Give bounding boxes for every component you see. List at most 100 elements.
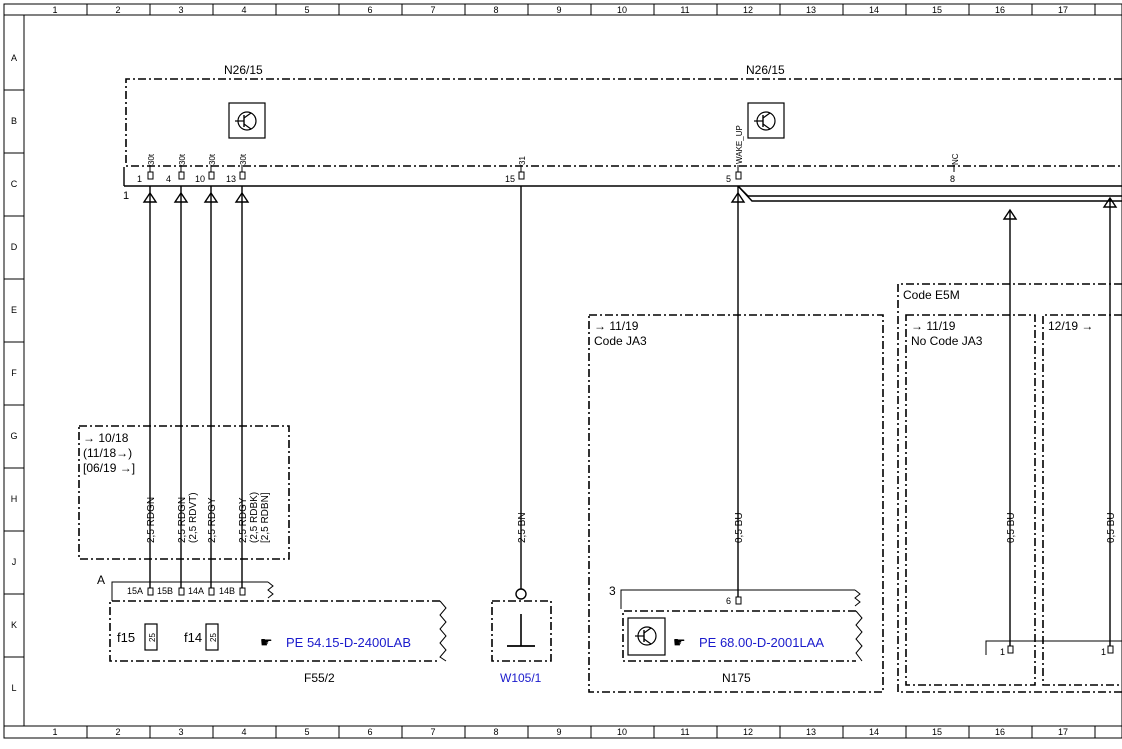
col-label: 5	[304, 5, 309, 15]
col-label: 2	[115, 5, 120, 15]
pin-number: 6	[726, 596, 731, 606]
box-date: → 11/19	[594, 319, 639, 333]
col-label: 11	[680, 727, 689, 737]
component-name: N175	[722, 671, 751, 685]
box-code: Code JA3	[594, 334, 647, 348]
validity-line: [06/19 →]	[83, 461, 135, 475]
row-label: A	[11, 53, 17, 63]
row-label: F	[11, 368, 17, 378]
col-label: 6	[367, 727, 372, 737]
transistor-icon	[747, 102, 785, 139]
component-name: F55/2	[304, 671, 335, 685]
column-ticks	[86, 4, 1096, 738]
box-code: Code E5M	[903, 288, 960, 302]
col-label: 16	[995, 5, 1005, 15]
wire-label: 2,5 RDGY	[207, 497, 218, 543]
fuse-block-f55-2: A 15A 15B 14A 14B f15 25 f14 25 ☛ PE 54.…	[97, 573, 447, 685]
row-label: K	[11, 620, 17, 630]
pin-number: 10	[195, 174, 205, 184]
wire-labels: 2,5 RDGN 2,5 RDGN (2,5 RDVT) 2,5 RDGY 2,…	[146, 492, 1117, 543]
col-label: 17	[1058, 727, 1068, 737]
col-label: 2	[115, 727, 120, 737]
validity-line: → 10/18	[83, 431, 129, 445]
col-label: 15	[932, 5, 942, 15]
wire-label: 2,5 RDGN	[146, 497, 157, 543]
row-label: H	[11, 494, 18, 504]
col-label: 12	[743, 5, 753, 15]
module-label-left: N26/15	[224, 63, 263, 77]
col-label: 14	[869, 5, 879, 15]
n26-15-module: N26/15 N26/15	[125, 63, 1122, 167]
connector-label: A	[97, 573, 105, 587]
col-label: 3	[178, 5, 183, 15]
connector-label: 3	[609, 584, 616, 598]
pin-function: 30t	[178, 153, 187, 165]
row-label: E	[11, 305, 17, 315]
ground-name: W105/1	[500, 671, 542, 685]
fuse-pin: 14A	[188, 586, 204, 596]
box-date: 12/19 →	[1048, 319, 1093, 333]
reference-link: PE 54.15-D-2400LAB	[286, 635, 411, 650]
pin-function: 30t	[147, 153, 156, 165]
pin-8: 8 NC	[950, 153, 960, 184]
box-code: No Code JA3	[911, 334, 983, 348]
column-labels-top: 1 2 3 4 5 6 7 8 9 10 11 12 13 14 15 16 1…	[52, 5, 1068, 15]
transistor-icon	[627, 617, 666, 656]
pin-13: 13 30t	[226, 153, 248, 184]
col-label: 8	[493, 5, 498, 15]
col-label: 5	[304, 727, 309, 737]
e5m-box: Code E5M → 11/19 No Code JA3 12/19 → 1 1	[897, 283, 1122, 693]
pin-number: 1	[1101, 647, 1106, 657]
pin-number: 5	[726, 174, 731, 184]
col-label: 13	[806, 727, 816, 737]
pin-number: 4	[166, 174, 171, 184]
row-ticks	[4, 89, 24, 658]
pin-function: NC	[951, 153, 960, 165]
wire-label: 2,5 RDGN	[177, 497, 188, 543]
pin-number: 1	[137, 174, 142, 184]
pin-function: WAKE_UP	[735, 125, 744, 164]
wires	[149, 185, 1122, 647]
col-label: 4	[241, 727, 246, 737]
validity-line: (11/18→)	[83, 446, 132, 460]
col-label: 13	[806, 5, 816, 15]
transistor-icon	[228, 102, 266, 139]
module-label-right: N26/15	[746, 63, 785, 77]
col-label: 17	[1058, 5, 1068, 15]
col-label: 1	[52, 5, 57, 15]
col-label: 9	[556, 727, 561, 737]
wire-label: 0,5 BU	[1106, 512, 1117, 543]
col-label: 15	[932, 727, 942, 737]
validity-box: → 10/18 (11/18→) [06/19 →]	[78, 425, 290, 560]
fuse-value: 25	[148, 633, 157, 642]
col-label: 10	[617, 727, 627, 737]
box-date: → 11/19	[911, 319, 956, 333]
ground-point-w105-1: W105/1	[491, 588, 552, 685]
pin-15: 15 31	[505, 156, 527, 184]
col-label: 6	[367, 5, 372, 15]
row-label: D	[11, 242, 18, 252]
col-label: 3	[178, 727, 183, 737]
reference-link: PE 68.00-D-2001LAA	[699, 635, 824, 650]
col-label: 14	[869, 727, 879, 737]
pin-5: 5 WAKE_UP	[726, 125, 744, 184]
fuse-pin: 15B	[157, 586, 173, 596]
pin-function: 31	[518, 156, 527, 165]
col-label: 10	[617, 5, 627, 15]
pin-number: 15	[505, 174, 515, 184]
col-label: 11	[680, 5, 689, 15]
sheet-frame	[3, 3, 1122, 739]
pointing-hand-icon: ☛	[673, 634, 686, 650]
wire-label: [2,5 RDBN]	[260, 492, 271, 543]
column-labels-bottom: 1 2 3 4 5 6 7 8 9 10 11 12 13 14 15 16 1…	[52, 727, 1068, 737]
col-label: 16	[995, 727, 1005, 737]
connector-pins: 1 30t 4 30t 10 30t 13 30t 15 31	[137, 125, 960, 184]
pin-1: 1 30t	[137, 153, 156, 184]
wire-label: (2,5 RDBK)	[249, 492, 260, 543]
wire-label: 2,5 BN	[517, 512, 528, 543]
pin-function: 30t	[239, 153, 248, 165]
row-label: B	[11, 116, 17, 126]
row-label: J	[12, 557, 17, 567]
